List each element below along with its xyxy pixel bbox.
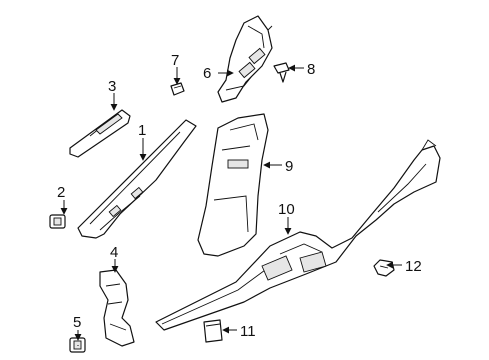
- part-11-plug: [203, 319, 223, 343]
- part-2-clip-nut: [49, 214, 66, 229]
- part-3-bracket: [69, 109, 131, 158]
- callout-11: 11: [240, 323, 256, 340]
- part-7-clip: [170, 82, 185, 96]
- part-9-lower-pillar-trim: [197, 113, 269, 257]
- callout-2: 2: [57, 184, 65, 201]
- part-12-hook-clip: [373, 259, 395, 277]
- callout-5: 5: [73, 314, 81, 331]
- part-6-upper-pillar-trim: [217, 15, 273, 103]
- callout-8: 8: [307, 61, 315, 78]
- callout-6: 6: [203, 65, 211, 82]
- callout-9: 9: [285, 158, 293, 175]
- part-8-screw-clip: [273, 62, 290, 83]
- part-1-pillar-trim: [77, 119, 197, 239]
- part-4-lower-bracket: [99, 269, 135, 347]
- callout-3: 3: [108, 78, 116, 95]
- part-10-sill-trim: [155, 139, 441, 331]
- callout-12: 12: [405, 258, 422, 275]
- callout-1: 1: [138, 122, 146, 139]
- callout-labels: 1 2 3 4 5 6 7 8 9 10 11 12: [57, 52, 422, 340]
- callout-7: 7: [171, 52, 179, 69]
- callout-10: 10: [278, 201, 295, 218]
- leader-lines: [60, 64, 402, 346]
- callout-4: 4: [110, 244, 118, 261]
